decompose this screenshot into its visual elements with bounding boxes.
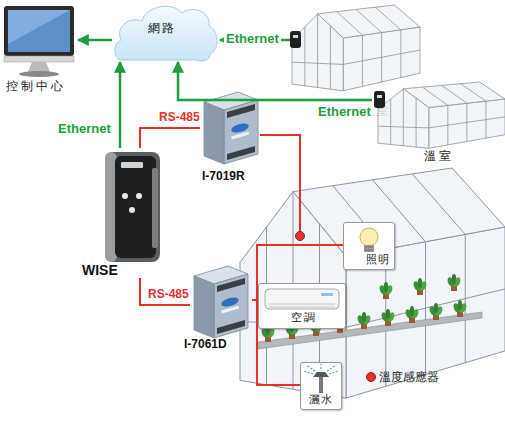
wise-controller-shape-part	[121, 162, 143, 168]
temperature-sensor	[296, 232, 305, 241]
connector	[178, 62, 372, 100]
edge-label: Ethernet	[56, 122, 113, 137]
connector	[119, 62, 122, 148]
io-module-shape-part	[224, 100, 258, 164]
io-module: I-7019R	[200, 88, 262, 186]
control-center-monitor-shape-part	[28, 62, 50, 72]
control-center-monitor: 控制中心	[0, 0, 78, 98]
lighting-box: 照明	[343, 222, 395, 270]
io-module-shape-part	[231, 132, 249, 140]
plant-bench-part	[404, 306, 420, 323]
connector	[140, 128, 200, 148]
air-conditioner-box-shape-part	[265, 289, 339, 309]
node-label: 照明	[366, 254, 390, 267]
legend-entry: 溫度感應器	[366, 371, 439, 385]
wise-controller-shape-part	[122, 193, 128, 199]
edge-label: RS-485	[157, 111, 202, 125]
sensor-wire	[260, 135, 300, 232]
node-label: 空調	[291, 312, 317, 325]
io-module: I-7061D	[190, 262, 252, 354]
greenhouse-shape-part-part	[378, 84, 505, 147]
io-module-shape-part	[221, 306, 239, 314]
wise-controller-shape-part	[105, 152, 160, 262]
io-module-shape-part	[217, 320, 245, 334]
air-conditioner-box: 空調	[258, 283, 346, 329]
lighting-box-shape-part	[365, 247, 373, 250]
sprinkler-box: 灑水	[300, 362, 342, 410]
greenhouse-shape-part	[292, 5, 420, 91]
greenhouse-shape-part	[378, 82, 505, 148]
node-label: 溫室	[424, 150, 454, 164]
wise-controller: WISE	[95, 148, 165, 278]
connector	[252, 300, 258, 305]
io-module-shape-part	[194, 276, 214, 338]
air-conditioner-box-shape-part	[269, 304, 335, 307]
greenhouse-shape-part-part	[292, 7, 420, 89]
greenhouse-frame	[240, 168, 505, 398]
edge-label: Ethernet	[224, 32, 281, 47]
wise-controller-shape-part	[129, 207, 135, 213]
edge-label: Ethernet	[316, 105, 373, 120]
sprinkler-box-shape-part	[313, 372, 329, 377]
wise-controller-shape-part	[115, 156, 156, 258]
plant-bench-part	[258, 312, 482, 349]
plant-bench-part	[446, 274, 462, 291]
legend-swatch	[366, 372, 376, 382]
greenhouse-shape-part	[374, 91, 385, 108]
plant-bench	[258, 274, 482, 349]
connector	[252, 300, 300, 385]
plant-bench-part	[380, 309, 396, 326]
lighting-box-shape-part	[360, 228, 378, 246]
node-label: 灑水	[309, 394, 333, 407]
air-conditioner-box-shape-part	[321, 293, 333, 296]
node-label: WISE	[82, 262, 118, 278]
node-label: I-7019R	[202, 170, 245, 184]
node-label: I-7061D	[184, 338, 227, 352]
legend-label: 溫度感應器	[379, 370, 439, 384]
node-label: 網路	[148, 22, 176, 36]
plant-bench-part	[378, 282, 394, 299]
io-module-shape-part	[227, 104, 255, 118]
connector	[140, 278, 190, 305]
sprinkler-box-shape-part	[319, 377, 323, 393]
io-module-shape-part	[217, 278, 245, 292]
io-module-shape-part	[204, 102, 224, 164]
wise-controller-shape	[95, 148, 165, 278]
greenhouse-shape-part	[293, 35, 298, 38]
control-center-monitor-shape-part	[4, 6, 74, 56]
plant-bench-part	[356, 312, 372, 329]
io-module-shape-part	[227, 146, 255, 160]
greenhouse-shape-part	[377, 95, 382, 98]
plant-bench-part	[412, 278, 428, 295]
io-module-shape-part	[214, 274, 248, 338]
control-center-monitor-shape-part	[4, 56, 74, 62]
network-cloud: 網路	[112, 0, 220, 62]
greenhouse-frame-part	[240, 174, 505, 394]
edge-label: RS-485	[146, 288, 191, 302]
control-center-monitor-shape-part	[8, 10, 70, 44]
plant-bench-part	[452, 300, 468, 317]
greenhouse: 溫室	[372, 78, 505, 166]
node-label: 控制中心	[6, 80, 66, 94]
wise-controller-shape-part	[136, 193, 142, 199]
wise-controller-shape-part	[152, 168, 158, 248]
network-cloud-shape-part	[115, 6, 217, 61]
greenhouse-shape-part	[290, 31, 301, 48]
control-center-monitor-shape-part	[8, 10, 70, 52]
control-center-monitor-shape-part	[19, 71, 59, 77]
sprinkler-box-shape-part	[303, 363, 339, 374]
connector	[78, 39, 112, 42]
connector	[252, 245, 343, 300]
plant-bench-part	[428, 303, 444, 320]
lighting-box-shape-part	[364, 245, 374, 252]
